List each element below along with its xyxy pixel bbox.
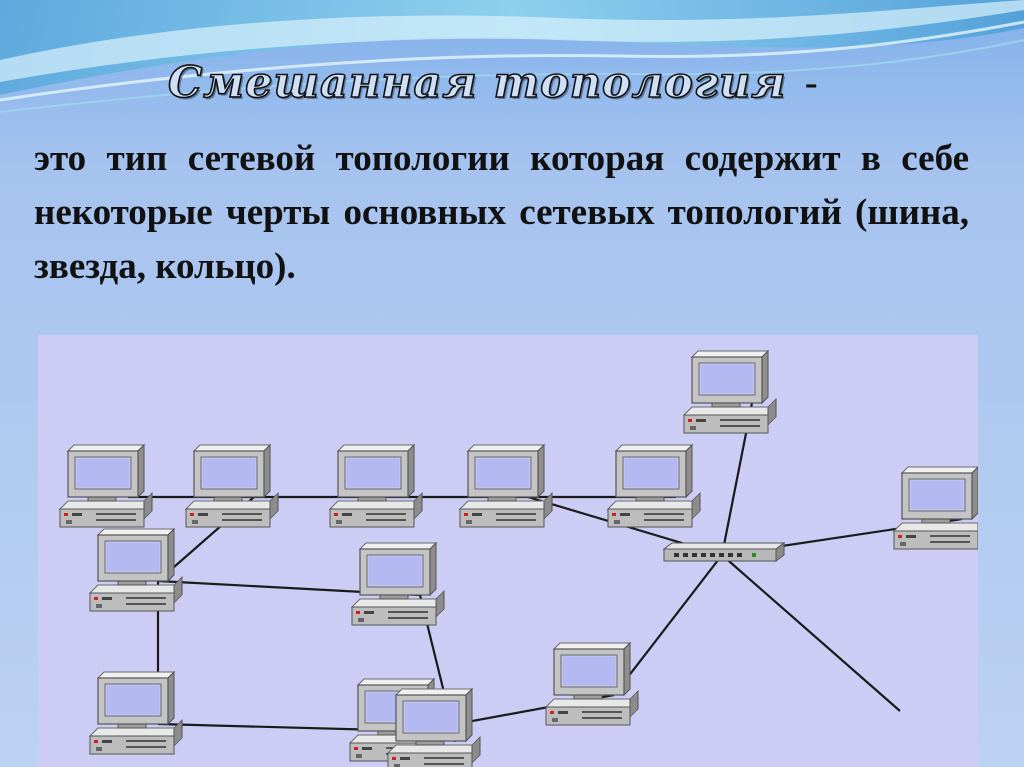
computer-icon-pc-1 [58, 443, 154, 528]
computer-icon-pc-7 [88, 670, 184, 755]
computer-icon-pc-4 [458, 443, 554, 528]
computer-icon-pc-5 [606, 443, 702, 528]
computer-icon-pc-6 [88, 527, 184, 612]
slide-title: Смешанная топология [167, 57, 787, 109]
title-dash: - [804, 61, 819, 107]
computer-icon-pc-12 [682, 349, 778, 434]
network-switch-icon-hub-1 [662, 542, 786, 562]
network-diagram [38, 335, 978, 767]
link-pc-11-hub-1 [613, 554, 723, 696]
computer-icon-pc-3 [328, 443, 424, 528]
computer-icon-pc-13 [892, 466, 978, 550]
computer-icon-pc-11 [544, 641, 640, 726]
title-row: Смешанная топология- [167, 57, 868, 128]
computer-icon-pc-9 [386, 687, 482, 767]
computer-icon-pc-2 [184, 443, 280, 528]
link-hub-1-pc-14 [721, 554, 901, 712]
diagram-background [38, 335, 978, 767]
computer-icon-pc-8 [350, 541, 446, 626]
definition-text: это тип сетевой топологии которая содерж… [34, 138, 969, 287]
nodes-layer [58, 349, 978, 767]
